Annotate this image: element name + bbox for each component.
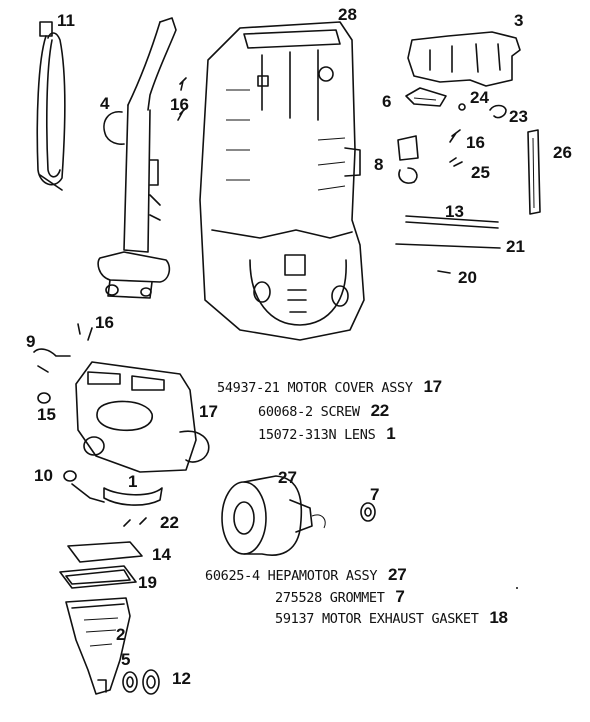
callout-16: 16 — [466, 133, 485, 152]
part-4-handle-assembly — [97, 17, 177, 299]
part-25-screws — [449, 157, 463, 167]
callout-27: 27 — [278, 468, 297, 487]
part-description: MOTOR COVER ASSY — [287, 380, 413, 396]
callout-28: 28 — [338, 5, 357, 24]
callout-9: 9 — [26, 332, 36, 351]
part-11-cord — [36, 21, 66, 191]
part-1-lens — [103, 487, 163, 506]
callout-16: 16 — [170, 95, 189, 114]
part-9-clip — [33, 348, 71, 373]
part-22-screws — [123, 517, 147, 527]
part-3-cover — [407, 31, 521, 87]
parts-row: 60068-2 SCREW 22 — [258, 402, 389, 420]
part-16-screw-b — [449, 129, 461, 143]
part-description: HEPAMOTOR ASSY — [267, 568, 378, 584]
part-ref: 17 — [423, 377, 443, 396]
callout-23: 23 — [509, 107, 528, 126]
callout-25: 25 — [471, 163, 490, 182]
part-17-motor-cover — [75, 361, 210, 473]
callout-21: 21 — [506, 237, 525, 256]
callout-4: 4 — [100, 94, 110, 113]
parts-row: 15072-313N LENS 1 — [258, 424, 396, 443]
part-2-base — [65, 597, 131, 695]
part-19-filter — [59, 565, 137, 589]
part-number: 60068-2 — [258, 404, 313, 420]
part-26-rail — [527, 129, 541, 215]
part-10-switch — [63, 470, 105, 503]
part-ref: 18 — [489, 608, 508, 627]
callout-2: 2 — [116, 625, 126, 644]
callout-5: 5 — [121, 650, 131, 669]
callout-10: 10 — [34, 466, 53, 485]
callout-14: 14 — [152, 545, 171, 564]
callout-3: 3 — [514, 11, 524, 30]
callout-17: 17 — [199, 402, 218, 421]
part-description: GROMMET — [329, 590, 385, 606]
callout-11: 11 — [57, 11, 75, 30]
part-12-wheel — [142, 669, 160, 695]
callout-8: 8 — [374, 155, 384, 174]
callout-19: 19 — [138, 573, 157, 592]
callout-15: 15 — [37, 405, 56, 424]
part-23-spring — [489, 104, 507, 119]
part-16-screws-a — [177, 77, 187, 121]
part-description: LENS — [344, 427, 376, 443]
callout-1: 1 — [128, 472, 138, 491]
part-number: 15072-313N — [258, 427, 337, 443]
callout-13: 13 — [445, 202, 464, 221]
part-20-pin — [437, 270, 451, 274]
part-14-filter — [67, 541, 143, 563]
callout-22: 22 — [160, 513, 179, 532]
part-13-rod — [405, 215, 499, 229]
part-ref: 22 — [370, 401, 390, 420]
parts-row: 59137 MOTOR EXHAUST GASKET 18 — [275, 609, 508, 627]
callout-7: 7 — [370, 485, 380, 504]
part-15-knob — [37, 392, 51, 404]
callout-26: 26 — [553, 143, 572, 162]
parts-row: 54937-21 MOTOR COVER ASSY 17 — [217, 378, 442, 396]
part-28-main-housing — [199, 21, 365, 341]
callout-12: 12 — [172, 669, 191, 688]
part-27-motor — [221, 475, 326, 556]
part-description: MOTOR EXHAUST GASKET — [321, 611, 479, 627]
part-5-bearing — [122, 671, 138, 693]
part-ref: 27 — [388, 565, 407, 584]
callout-20: 20 — [458, 268, 477, 287]
part-ref: 1 — [386, 424, 396, 443]
part-8-filter-door — [397, 135, 419, 184]
part-21-rod — [395, 243, 501, 249]
callout-24: 24 — [470, 88, 489, 107]
callout-6: 6 — [382, 92, 392, 111]
part-description: SCREW — [320, 404, 360, 420]
part-24-nut — [458, 103, 466, 111]
parts-row: 60625-4 HEPAMOTOR ASSY 27 — [205, 565, 407, 584]
part-number: 54937-21 — [217, 380, 280, 396]
part-number: 275528 — [275, 590, 322, 606]
callout-16: 16 — [95, 313, 114, 332]
part-ref: 7 — [395, 587, 405, 606]
part-16-screws-c — [77, 323, 93, 341]
part-7-grommet — [360, 502, 376, 522]
part-number: 60625-4 — [205, 568, 260, 584]
parts-row: 275528 GROMMET 7 — [275, 588, 405, 606]
part-number: 59137 — [275, 611, 315, 627]
part-6-latch — [405, 87, 447, 107]
